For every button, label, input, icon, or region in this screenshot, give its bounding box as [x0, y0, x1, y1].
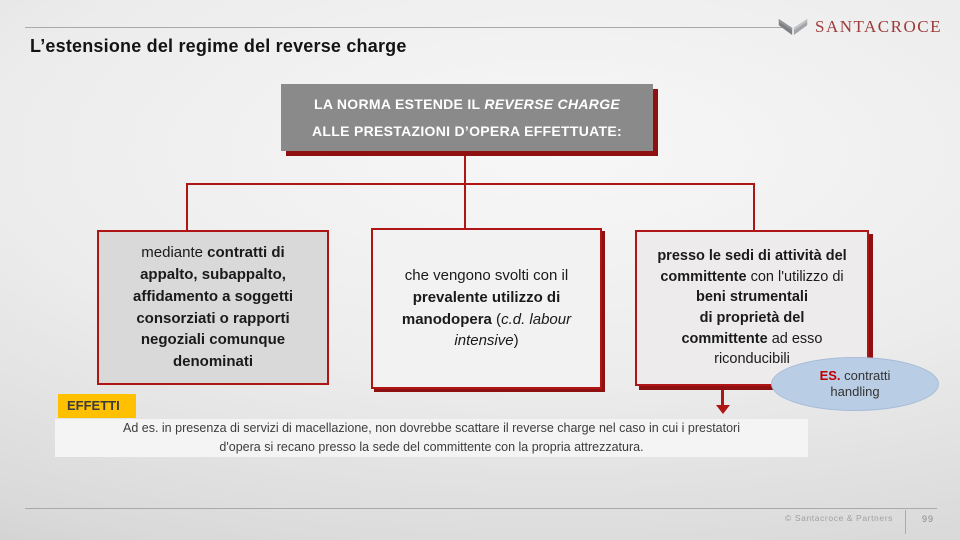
- branch-box-contracts: mediante contratti di appalto, subappalt…: [97, 230, 329, 385]
- headline-line2: ALLE PRESTAZIONI D’OPERA EFFETTUATE:: [312, 123, 622, 140]
- connector-crossbar: [186, 183, 755, 185]
- note-text: Ad es. in presenza di servizi di macella…: [123, 421, 740, 454]
- headline-line1: LA NORMA ESTENDE IL REVERSE CHARGE: [313, 95, 621, 112]
- branch-box-premises-text: presso le sedi di attività del committen…: [657, 247, 847, 368]
- page-title: L’estensione del regime del reverse char…: [30, 36, 407, 56]
- callout-ellipse: ES. contratti handling: [771, 357, 939, 411]
- branch-box-labour-text: che vengono svolti con il prevalente uti…: [401, 267, 572, 350]
- effetti-label: EFFETTI: [58, 394, 136, 418]
- brand-logo: SANTACROCE: [777, 16, 942, 38]
- note-box: Ad es. in presenza di servizi di macella…: [55, 419, 808, 457]
- branch-box-labour: che vengono svolti con il prevalente uti…: [371, 228, 602, 389]
- down-arrow-line: [721, 386, 724, 406]
- connector-stem: [464, 151, 466, 184]
- copyright-text: © Santacroce & Partners: [785, 513, 893, 523]
- branch-box-contracts-text: mediante contratti di appalto, subappalt…: [132, 244, 293, 370]
- header-rule: [25, 27, 790, 28]
- footer-divider: [905, 510, 906, 534]
- connector-drop-right: [753, 183, 755, 231]
- down-arrow-head-icon: [716, 405, 730, 414]
- brand-name: SANTACROCE: [815, 17, 942, 36]
- branch-box-premises: presso le sedi di attività del committen…: [635, 230, 869, 386]
- callout-text: ES. contratti handling: [819, 368, 891, 399]
- page-number: 99: [922, 514, 935, 524]
- connector-drop-left: [186, 183, 188, 231]
- headline-box: LA NORMA ESTENDE IL REVERSE CHARGE ALLE …: [281, 84, 653, 151]
- connector-drop-middle: [464, 183, 466, 231]
- footer-rule: [25, 508, 937, 509]
- open-book-v-icon: [777, 16, 809, 38]
